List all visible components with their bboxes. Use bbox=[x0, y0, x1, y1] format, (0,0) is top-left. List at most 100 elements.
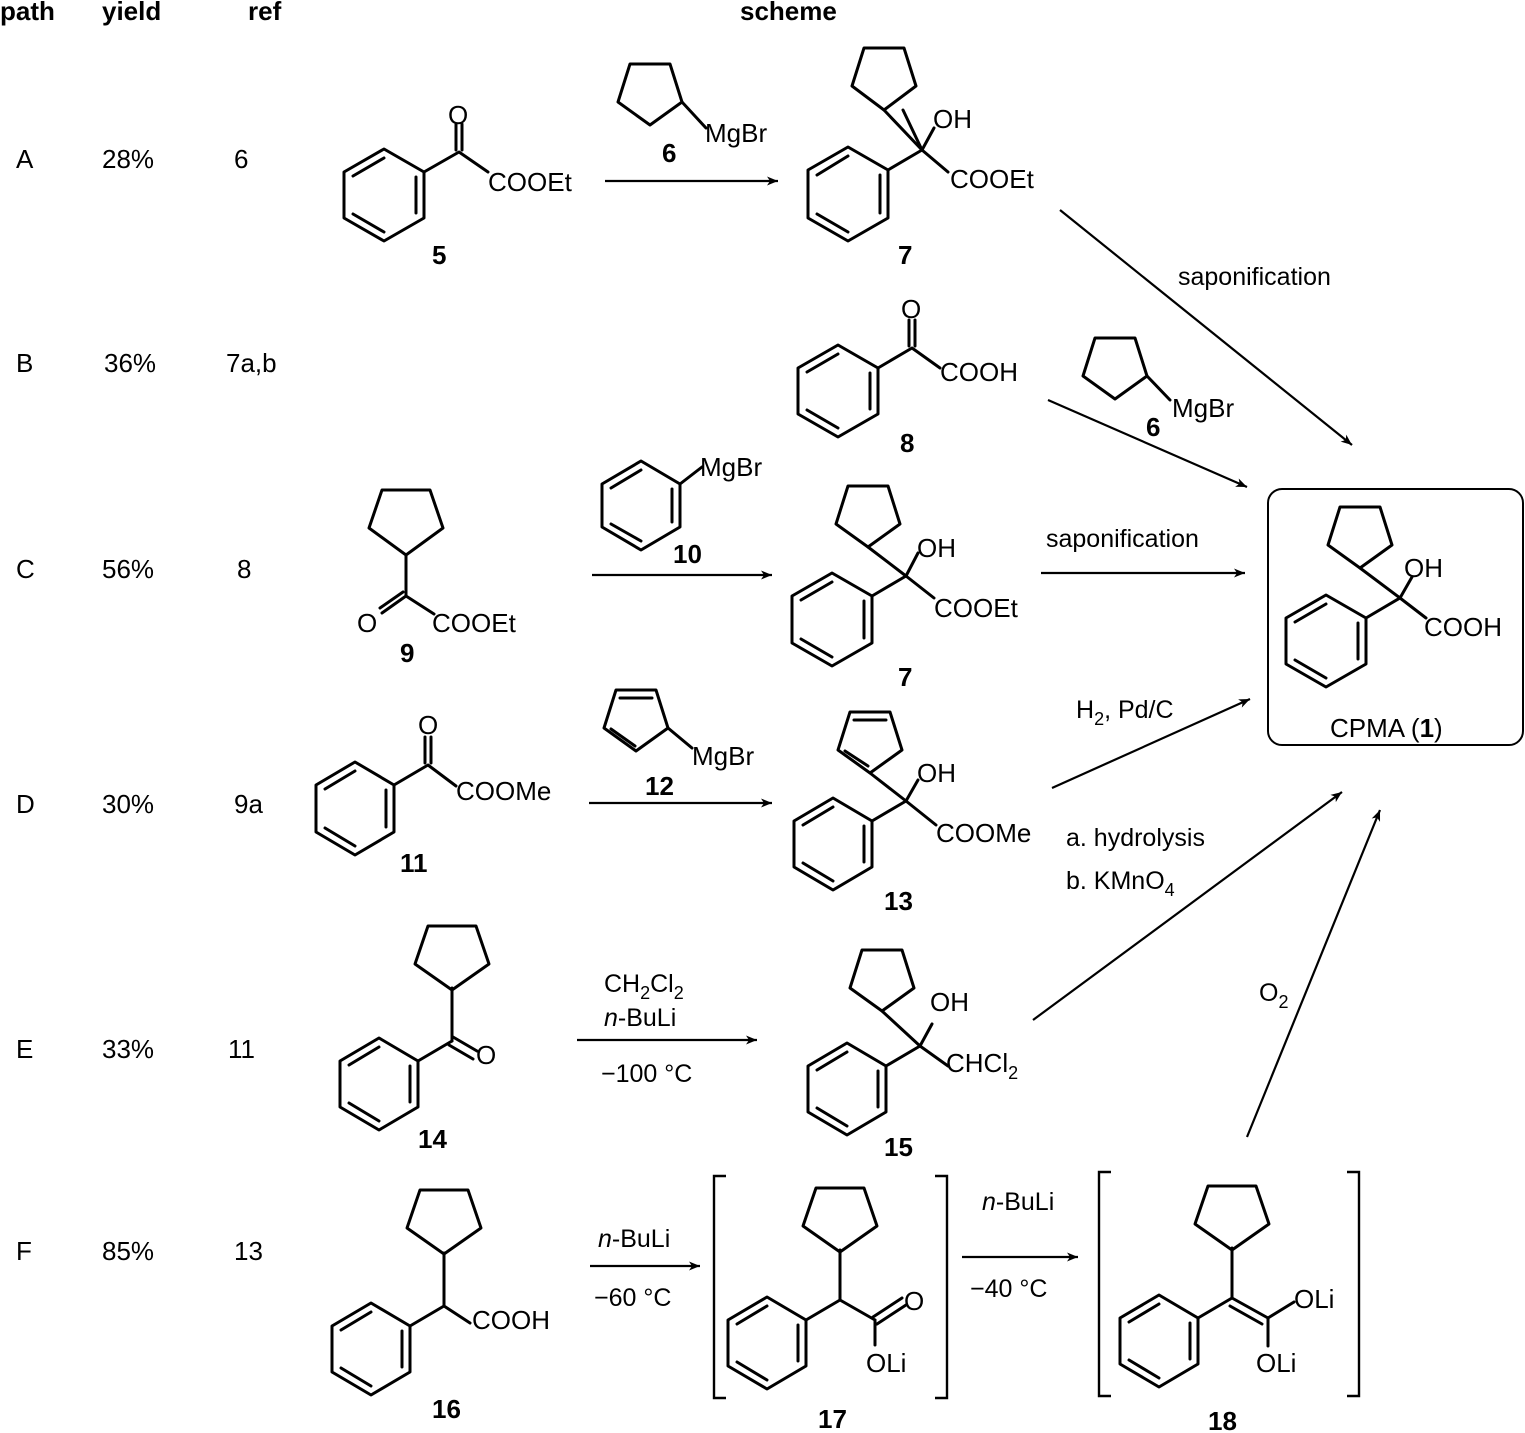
arrow-e-oxidation bbox=[1032, 791, 1343, 1021]
product-box bbox=[1267, 488, 1524, 746]
cyclopentyl-grignard-6: MgBr bbox=[616, 62, 767, 148]
ref-cell: 9a bbox=[234, 789, 263, 819]
table-row-e: E 33% 11 bbox=[16, 1034, 255, 1064]
yield-cell: 36% bbox=[104, 348, 156, 378]
compound-label-7-c: 7 bbox=[898, 662, 912, 692]
yield-cell: 30% bbox=[102, 789, 154, 819]
oxygen-label: O bbox=[418, 710, 438, 740]
table-row-a: A 28% 6 bbox=[16, 144, 248, 174]
dichloromethyl-label: CHCl2 bbox=[946, 1048, 1018, 1083]
oxygen-label: O bbox=[904, 1286, 924, 1316]
hydroxyl-label: OH bbox=[917, 533, 956, 563]
cyclopentadienyl-grignard-12: MgBr bbox=[602, 688, 754, 771]
mgbr-label: MgBr bbox=[1172, 393, 1234, 423]
compound-label-10: 10 bbox=[673, 539, 702, 569]
oxygen-label: O bbox=[357, 608, 377, 638]
compound-label-6-b: 6 bbox=[1146, 412, 1160, 442]
reagent-permanganate: b. KMnO4 bbox=[1066, 867, 1175, 900]
lithium-carboxylate-label: OLi bbox=[866, 1348, 906, 1378]
compound-label-8: 8 bbox=[900, 428, 914, 458]
lithium-enolate-label-1: OLi bbox=[1294, 1284, 1334, 1314]
product-cpma-structure: OH COOH bbox=[1284, 505, 1502, 689]
yield-cell: 33% bbox=[102, 1034, 154, 1064]
compound-label-6: 6 bbox=[662, 138, 676, 168]
arrow-d-hydrogenation bbox=[1051, 697, 1251, 790]
compound-label-13: 13 bbox=[884, 886, 913, 916]
compound-label-17: 17 bbox=[818, 1404, 847, 1433]
oxygen-label: O bbox=[476, 1040, 496, 1070]
compound-18-structure: OLi OLi bbox=[1118, 1184, 1334, 1389]
bracket-left-18 bbox=[1097, 1170, 1111, 1398]
reagent-temp-e: −100 °C bbox=[601, 1060, 692, 1088]
compound-17-structure: O OLi bbox=[726, 1186, 924, 1391]
ref-cell: 7a,b bbox=[226, 348, 277, 378]
hydroxyl-label: OH bbox=[930, 987, 969, 1017]
arrow-b bbox=[1047, 398, 1248, 489]
path-cell: F bbox=[16, 1236, 32, 1266]
arrow-f-oxygen bbox=[1245, 809, 1382, 1138]
yield-cell: 28% bbox=[102, 144, 154, 174]
path-cell: D bbox=[16, 789, 35, 819]
ester-label: COOEt bbox=[432, 608, 517, 638]
path-cell: A bbox=[16, 144, 34, 174]
ester-label: COOMe bbox=[456, 776, 551, 806]
hydroxyl-label: OH bbox=[933, 104, 972, 134]
reagent-saponification-c: saponification bbox=[1046, 525, 1199, 553]
compound-label-11: 11 bbox=[400, 848, 428, 878]
acid-label: COOH bbox=[940, 357, 1018, 387]
compound-label-9: 9 bbox=[400, 638, 414, 668]
mgbr-label: MgBr bbox=[700, 452, 762, 482]
path-cell: E bbox=[16, 1034, 33, 1064]
reagent-temp-f1: −60 °C bbox=[594, 1284, 671, 1312]
phenyl-grignard-10: MgBr bbox=[600, 452, 762, 552]
header-yield: yield bbox=[102, 0, 161, 26]
yield-cell: 85% bbox=[102, 1236, 154, 1266]
compound-11-structure: O COOMe bbox=[314, 710, 551, 857]
table-row-b: B 36% 7a,b bbox=[16, 348, 277, 378]
compound-13-structure: OH COOMe bbox=[792, 710, 1031, 892]
lithium-enolate-label-2: OLi bbox=[1256, 1348, 1296, 1378]
reagent-dichloromethane: CH2Cl2 bbox=[604, 970, 684, 1003]
reagent-hydrolysis: a. hydrolysis bbox=[1066, 824, 1205, 852]
header-scheme: scheme bbox=[740, 0, 837, 26]
bracket-right-18 bbox=[1347, 1170, 1361, 1398]
product-name: CPMA (1) bbox=[1330, 713, 1443, 743]
ref-cell: 11 bbox=[228, 1034, 255, 1064]
compound-label-14: 14 bbox=[418, 1124, 447, 1154]
compound-8-structure: O COOH bbox=[796, 294, 1018, 439]
arrow-a-saponification bbox=[1059, 209, 1353, 446]
bracket-right-17 bbox=[935, 1174, 949, 1400]
reagent-nbuli-f2: n-BuLi bbox=[982, 1188, 1054, 1216]
ester-label: COOEt bbox=[950, 164, 1035, 194]
compound-14-structure: O bbox=[338, 924, 496, 1132]
compound-label-12: 12 bbox=[645, 771, 674, 801]
compound-label-18: 18 bbox=[1208, 1406, 1237, 1433]
hydroxyl-label: OH bbox=[1404, 553, 1443, 583]
compound-15-structure: OH CHCl2 bbox=[806, 948, 1018, 1137]
bracket-left-17 bbox=[712, 1174, 726, 1400]
yield-cell: 56% bbox=[102, 554, 154, 584]
compound-label-15: 15 bbox=[884, 1132, 913, 1162]
table-row-f: F 85% 13 bbox=[16, 1236, 263, 1266]
cyclopentyl-grignard-6-b: MgBr bbox=[1081, 336, 1234, 423]
compound-label-5: 5 bbox=[432, 240, 446, 270]
table-row-c: C 56% 8 bbox=[16, 554, 251, 584]
table-row-d: D 30% 9a bbox=[16, 789, 263, 819]
compound-9-structure: O COOEt bbox=[357, 488, 517, 638]
oxygen-label: O bbox=[448, 100, 468, 130]
compound-16-structure: COOH bbox=[330, 1188, 550, 1397]
path-cell: B bbox=[16, 348, 33, 378]
ester-label: COOEt bbox=[488, 167, 573, 197]
compound-7-c-structure: OH COOEt bbox=[790, 484, 1019, 668]
ref-cell: 6 bbox=[234, 144, 248, 174]
compound-5-structure: O COOEt bbox=[342, 100, 573, 243]
path-cell: C bbox=[16, 554, 35, 584]
reagent-oxygen: O2 bbox=[1259, 979, 1288, 1012]
compound-7-structure: OH COOEt bbox=[806, 46, 1035, 243]
compound-label-7: 7 bbox=[898, 240, 912, 270]
compound-label-16: 16 bbox=[432, 1394, 461, 1424]
header-path: path bbox=[0, 0, 55, 26]
reagent-nbuli-f1: n-BuLi bbox=[598, 1225, 670, 1253]
header-ref: ref bbox=[248, 0, 282, 26]
reagent-saponification-a: saponification bbox=[1178, 263, 1331, 291]
